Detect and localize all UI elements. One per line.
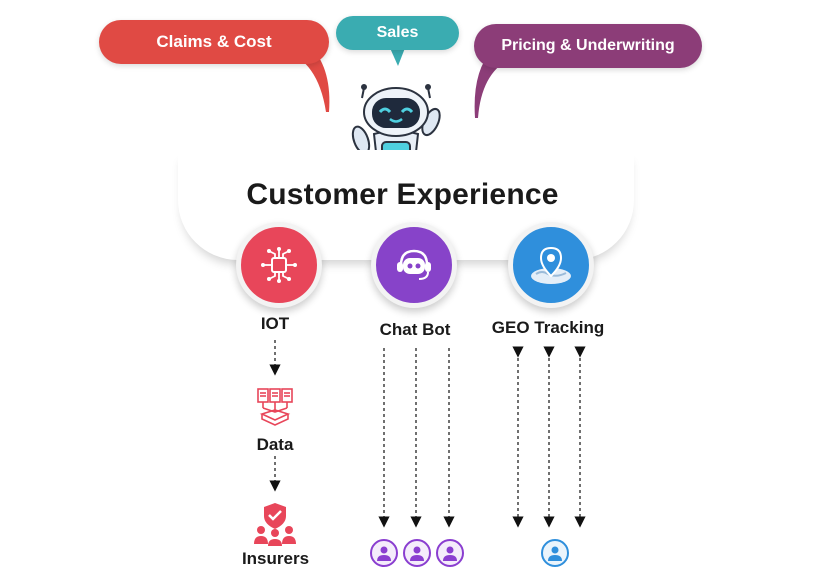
robot-mascot-icon	[351, 84, 441, 175]
geo-circle	[508, 222, 594, 308]
shield-group-icon	[254, 503, 296, 546]
pricing-bubble-tail	[474, 50, 520, 118]
chatbot-headset-icon	[397, 249, 431, 280]
insurers-label: Insurers	[241, 549, 310, 568]
iot-circle	[236, 222, 322, 308]
circuit-chip-icon	[261, 247, 297, 283]
user-avatar-icon	[541, 539, 569, 567]
pricing-underwriting-label: Pricing & Underwriting	[501, 37, 675, 54]
chatbot-circle	[371, 222, 457, 308]
user-avatar-icon	[370, 539, 398, 567]
sales-bubble: Sales	[336, 16, 459, 50]
sales-label: Sales	[376, 24, 419, 41]
data-label: Data	[256, 435, 294, 454]
iot-label: IOT	[260, 314, 290, 333]
user-avatar-icon	[403, 539, 431, 567]
claims-cost-bubble: Claims & Cost	[99, 20, 329, 64]
map-pin-icon	[531, 246, 571, 284]
documents-server-icon	[257, 388, 293, 426]
pricing-underwriting-bubble: Pricing & Underwriting	[474, 24, 702, 68]
sales-bubble-tail	[390, 48, 405, 66]
claims-bubble-tail	[282, 48, 330, 112]
user-avatar-icon	[436, 539, 464, 567]
claims-cost-label: Claims & Cost	[156, 32, 272, 51]
geo-tracking-label: GEO Tracking	[491, 318, 605, 337]
customer-experience-title: Customer Experience	[246, 178, 559, 211]
chatbot-label: Chat Bot	[379, 320, 451, 339]
